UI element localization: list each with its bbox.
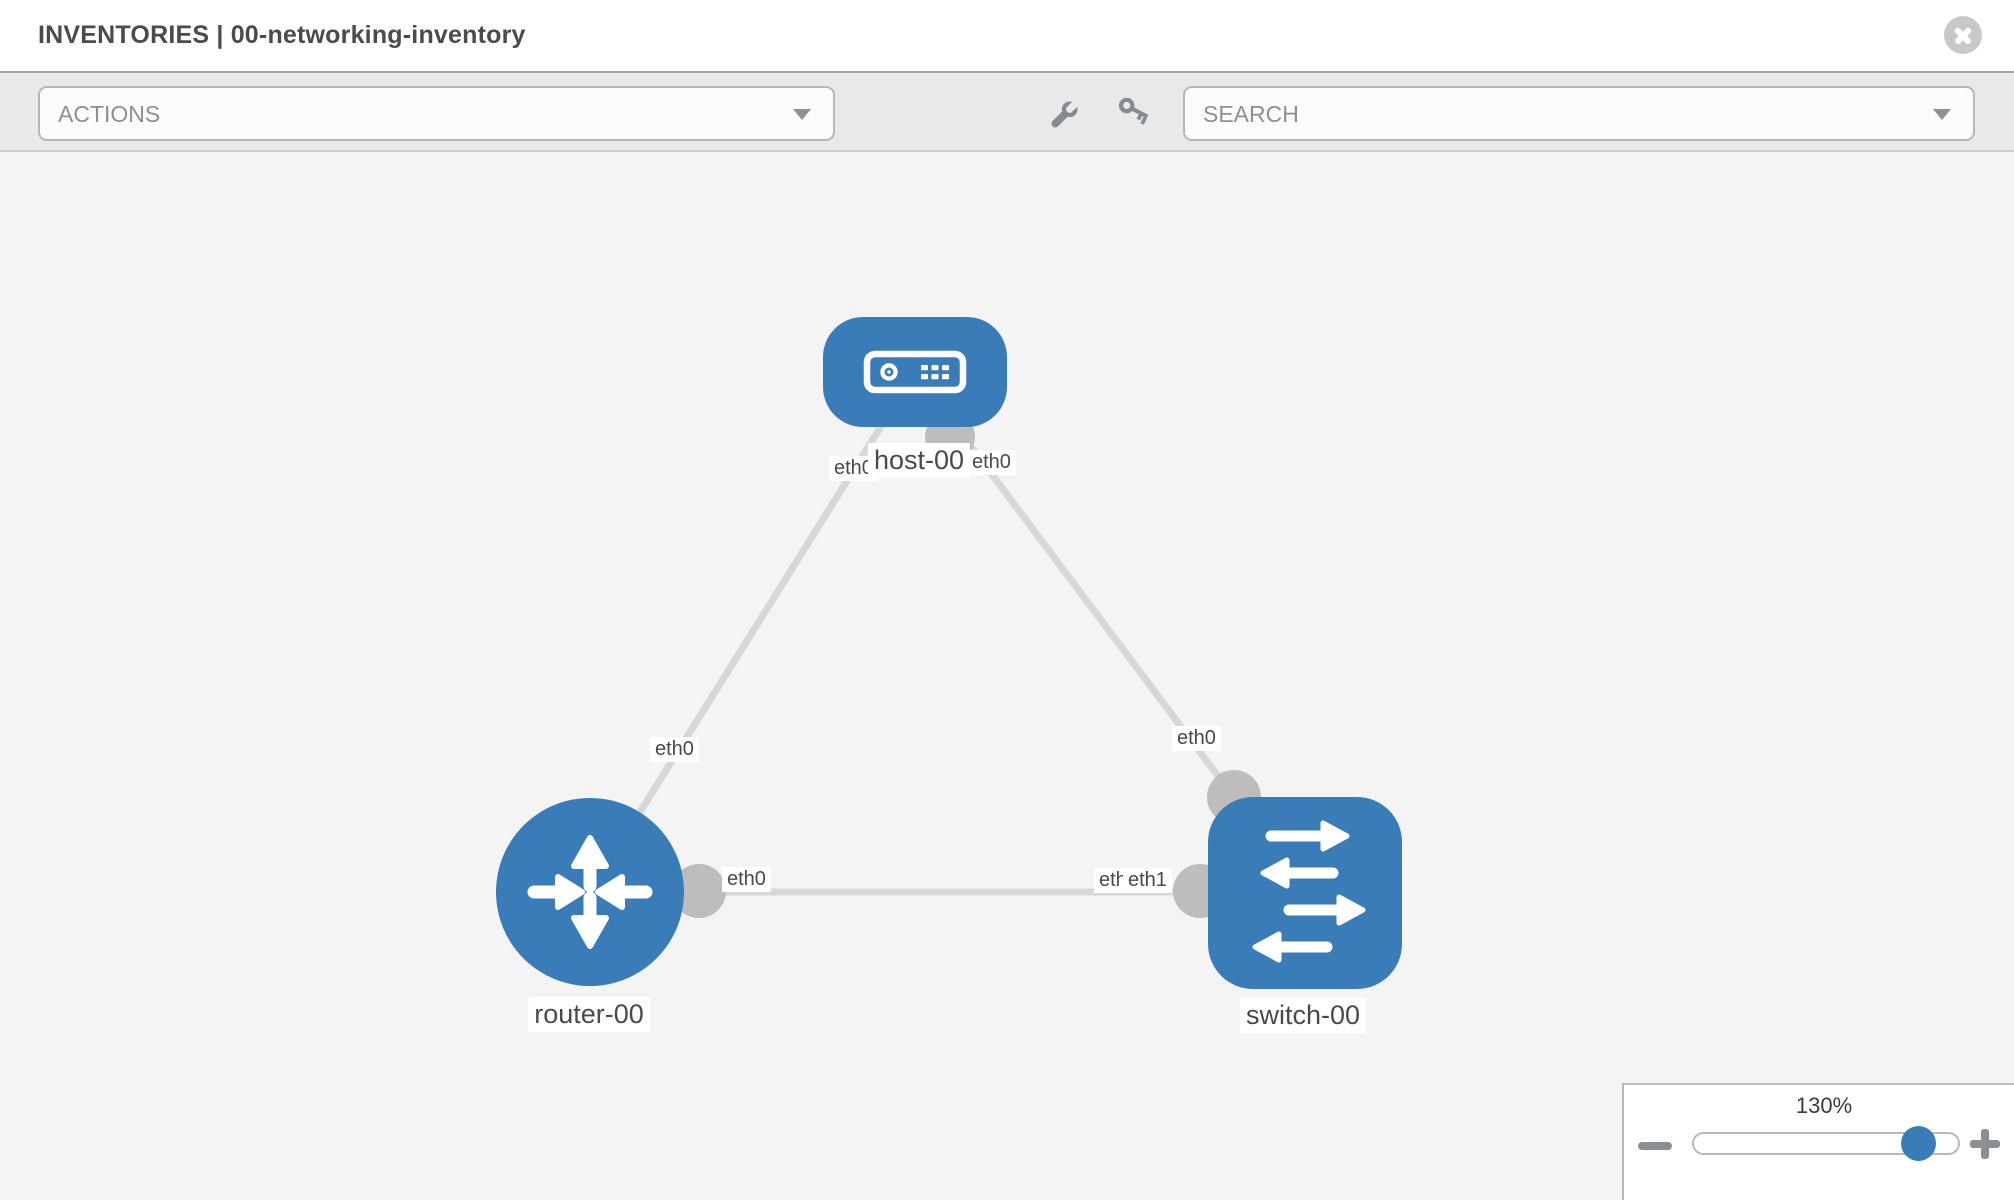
node-host-00[interactable] [823, 317, 1007, 427]
interface-label: eth0 [1172, 726, 1221, 751]
node-label-router: router-00 [528, 997, 650, 1033]
node-router-00[interactable] [496, 798, 684, 986]
plus-icon [1981, 1129, 1989, 1159]
minus-icon [1638, 1142, 1672, 1150]
actions-dropdown[interactable]: ACTIONS [38, 86, 835, 141]
zoom-out-button[interactable] [1638, 1138, 1674, 1154]
node-switch-00[interactable] [1208, 797, 1402, 989]
topology-canvas[interactable]: eth0 host-00 eth0 eth0 eth0 eth0 eth0 et… [0, 152, 2014, 1200]
chevron-down-icon [793, 109, 811, 120]
zoom-in-button[interactable] [1970, 1128, 2002, 1160]
zoom-slider-thumb[interactable] [1901, 1126, 1936, 1161]
zoom-control-panel: 130% [1622, 1083, 2014, 1200]
host-icon [863, 350, 967, 394]
zoom-slider-track[interactable] [1692, 1126, 1960, 1161]
switch-icon [1252, 820, 1366, 963]
node-label-host: host-00 [867, 443, 971, 479]
wrench-icon[interactable] [1042, 95, 1084, 137]
zoom-level-value: 130% [1795, 1093, 1853, 1118]
interface-label: eth0 [722, 867, 771, 892]
window-header: INVENTORIES | 00-networking-inventory [0, 0, 2014, 73]
port-router-right [672, 864, 726, 918]
node-label-switch: switch-00 [1239, 998, 1367, 1034]
key-icon[interactable] [1112, 95, 1154, 137]
search-dropdown[interactable]: SEARCH [1183, 86, 1975, 141]
interface-label: eth0 [650, 737, 699, 762]
search-dropdown-label: SEARCH [1203, 101, 1299, 127]
toolbar: ACTIONS SEARCH [0, 73, 2014, 152]
router-icon [527, 835, 653, 949]
actions-dropdown-label: ACTIONS [58, 101, 161, 127]
close-icon [1944, 16, 1982, 54]
chevron-down-icon [1933, 109, 1951, 120]
page-title: INVENTORIES | 00-networking-inventory [38, 21, 526, 49]
interface-label: eth0 [967, 450, 1016, 475]
interface-label: eth1 [1123, 868, 1172, 893]
close-button[interactable] [1944, 16, 1982, 54]
